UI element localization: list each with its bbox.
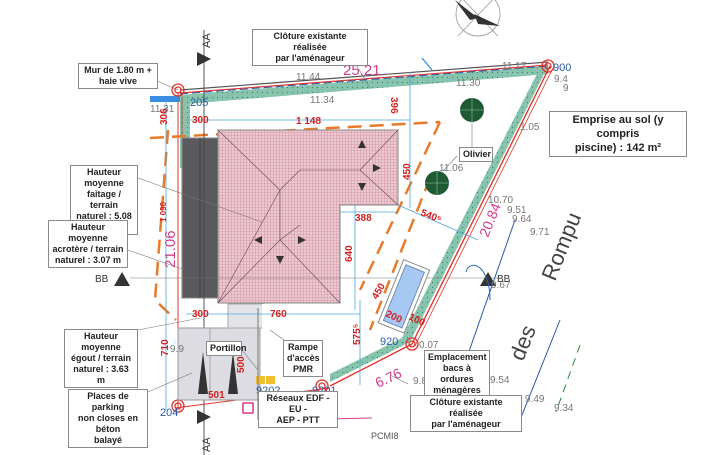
spot-height: 11.06 — [439, 163, 464, 174]
house-roof — [217, 129, 399, 304]
wall-segment — [150, 96, 180, 102]
section-aa-bottom-label: AA — [201, 437, 213, 452]
section-aa-top-label: AA — [201, 33, 213, 48]
lot-number: 900 — [553, 62, 571, 74]
spot-height: 11.30 — [456, 78, 481, 89]
lot-number: 920 — [380, 336, 398, 348]
dim-396: 396 — [388, 97, 399, 114]
street-name-part2: des — [504, 322, 540, 364]
callout-egout: Hauteur moyenne égout / terrain naturel … — [64, 329, 138, 388]
spot-height: 11.44 — [296, 72, 321, 83]
dim-450-pool: 450 — [370, 281, 388, 301]
callout-olivier: Olivier — [459, 147, 493, 162]
boundary-markers — [171, 59, 555, 413]
dim-300-bottom: 300 — [192, 309, 209, 320]
callout-wall: Mur de 1.80 m + haie vive — [78, 63, 158, 89]
dim-300-top: 300 — [192, 115, 209, 126]
callout-bacs: Emplacement bacs à ordures ménagères — [424, 350, 490, 398]
spot-height: 9.9 — [170, 344, 184, 355]
street-name-part1: Rompu — [536, 209, 586, 284]
callout-parking: Places de parking non closes en béton ba… — [68, 389, 148, 448]
spot-height: 9.4 — [554, 74, 568, 85]
dim-575: 575⁵ — [352, 323, 363, 345]
dim-1090: 1 090 — [159, 201, 168, 222]
spot-height: 9.71 — [530, 227, 550, 238]
dim-540: 540⁵ — [419, 208, 443, 226]
spot-height: 9.51 — [507, 205, 527, 216]
dim-760: 760 — [270, 309, 287, 320]
leader-lines — [127, 45, 473, 393]
spot-height: 9 — [563, 83, 569, 94]
olive-tree-icon — [425, 98, 484, 195]
fence-marker-arrow-icon — [421, 57, 433, 71]
section-bb-left-arrow-icon — [114, 272, 130, 286]
lot-number: 205 — [190, 97, 208, 109]
dim-306: 306 — [159, 108, 170, 125]
spot-height: 1.05 — [520, 122, 540, 133]
north-boundary-length: 25.21 — [343, 62, 381, 79]
dim-501: 501 — [208, 390, 225, 401]
section-bb-left-label: BB — [95, 274, 109, 285]
lot-number: 204 — [160, 407, 178, 419]
spot-height: 11.34 — [310, 95, 335, 106]
callout-emprise: Emprise au sol (y compris piscine) : 142… — [549, 111, 687, 157]
spot-height: 9.82 — [413, 376, 433, 387]
sheet-label: PCMI8 — [371, 431, 399, 441]
spot-height: 9.34 — [554, 403, 574, 414]
dim-640: 640 — [344, 245, 355, 262]
dimension-lines — [165, 72, 479, 410]
dim-450-right: 450 — [402, 163, 413, 180]
north-arrow-icon — [455, 0, 501, 37]
dim-710: 710 — [160, 339, 171, 356]
callout-reseaux: Réseaux EDF - EU - AEP - PTT — [258, 391, 338, 428]
spot-height: 10.70 — [488, 195, 513, 206]
pool — [377, 258, 431, 334]
spot-height: 0.07 — [419, 340, 439, 351]
spot-height: 9.67 — [491, 280, 511, 291]
spot-height: 11.17 — [502, 61, 527, 72]
spot-height: 9.49 — [525, 394, 545, 405]
spot-height: 11.31 — [150, 104, 175, 115]
west-boundary-length: 21.06 — [162, 230, 179, 268]
dim-388: 388 — [355, 213, 372, 224]
section-aa-bottom-arrow-icon — [197, 410, 211, 424]
south-boundary-length: 6.76 — [373, 365, 405, 391]
callout-fence-bottom: Clôture existante réalisée par l'aménage… — [410, 395, 522, 432]
callout-acrotere: Hauteur moyenne acrotère / terrain natur… — [48, 220, 128, 268]
section-aa-top-arrow-icon — [197, 52, 211, 66]
callout-portillon: Portillon — [206, 341, 247, 356]
callout-fence-top: Clôture existante réalisée par l'aménage… — [252, 29, 368, 66]
callout-rampe: Rampe d'accès PMR — [283, 340, 323, 377]
spot-height: 9.64 — [512, 214, 532, 225]
dim-1148: 1 148 — [296, 116, 321, 127]
dim-500: 500 — [236, 356, 247, 373]
section-bb-right-arrow-icon — [480, 272, 496, 286]
spot-height: 9.54 — [490, 375, 510, 386]
section-bb-right-label: BB — [497, 274, 511, 285]
